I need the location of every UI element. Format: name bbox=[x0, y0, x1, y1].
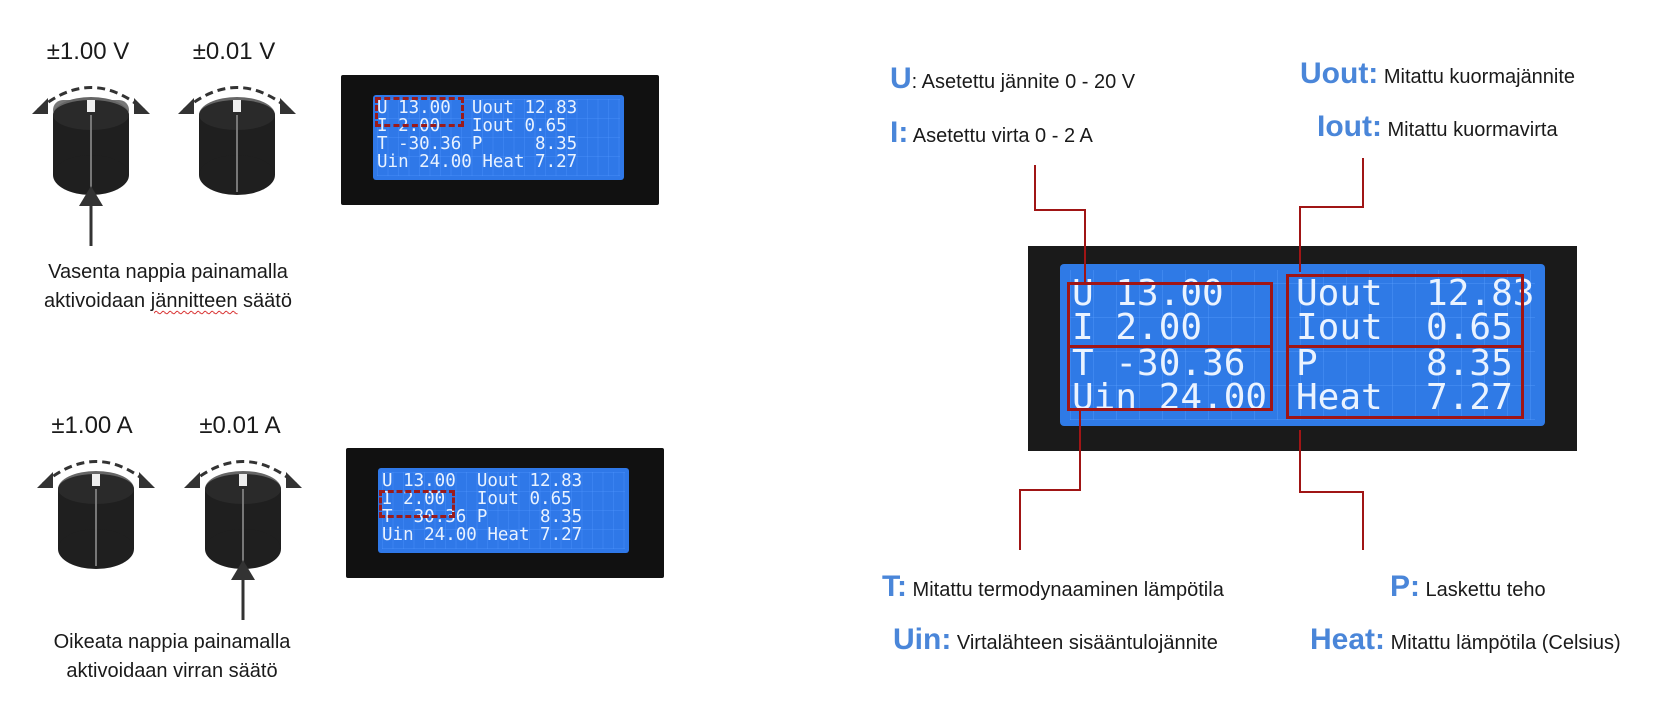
legend-iout-key: Iout: bbox=[1317, 110, 1382, 143]
legend-t: T: Mitattu termodynaaminen lämpötila bbox=[882, 570, 1224, 604]
legend-uin-text: Virtalähteen sisääntulojännite bbox=[951, 632, 1217, 654]
legend-heat-key: Heat: bbox=[1310, 623, 1385, 656]
legend-uout-key: Uout: bbox=[1300, 57, 1378, 90]
legend-t-key: T: bbox=[882, 570, 907, 603]
legend-i: I: Asetettu virta 0 - 2 A bbox=[890, 116, 1093, 150]
legend-i-text: Asetettu virta 0 - 2 A bbox=[908, 125, 1093, 147]
legend-uin: Uin: Virtalähteen sisääntulojännite bbox=[893, 623, 1218, 657]
legend-t-text: Mitattu termodynaaminen lämpötila bbox=[907, 579, 1224, 601]
legend-heat: Heat: Mitattu lämpötila (Celsius) bbox=[1310, 623, 1621, 657]
legend-p-key: P: bbox=[1390, 570, 1420, 603]
legend-u-text: : Asetettu jännite 0 - 20 V bbox=[912, 71, 1135, 93]
legend-u: U: Asetettu jännite 0 - 20 V bbox=[890, 62, 1135, 96]
legend-p: P: Laskettu teho bbox=[1390, 570, 1546, 604]
legend-uout-text: Mitattu kuormajännite bbox=[1378, 66, 1575, 88]
legend-uin-key: Uin: bbox=[893, 623, 951, 656]
legend-iout-text: Mitattu kuormavirta bbox=[1382, 119, 1558, 141]
legend-p-text: Laskettu teho bbox=[1420, 579, 1546, 601]
legend-iout: Iout: Mitattu kuormavirta bbox=[1317, 110, 1558, 144]
legend-heat-text: Mitattu lämpötila (Celsius) bbox=[1385, 632, 1621, 654]
legend-uout: Uout: Mitattu kuormajännite bbox=[1300, 57, 1575, 91]
legend-u-key: U bbox=[890, 62, 912, 95]
legend-i-key: I: bbox=[890, 116, 908, 149]
